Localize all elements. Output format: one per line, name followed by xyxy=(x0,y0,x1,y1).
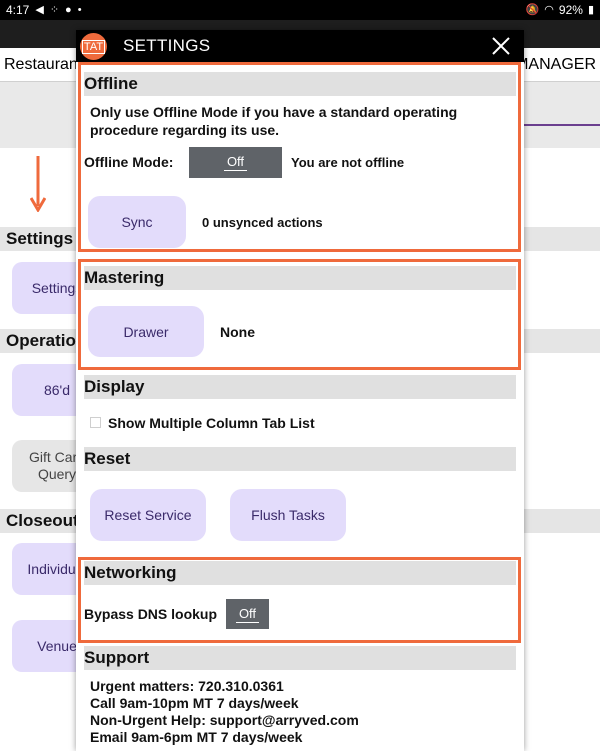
wifi-icon: ◠ xyxy=(544,3,554,16)
person-icon: ● xyxy=(65,3,72,16)
support-call-hours: Call 9am-10pm MT 7 days/week xyxy=(90,695,299,711)
modal-header: TAT SETTINGS xyxy=(76,30,524,62)
multiple-column-checkbox[interactable] xyxy=(90,417,101,428)
close-icon[interactable] xyxy=(490,35,512,57)
drawer-value: None xyxy=(220,324,255,340)
reset-heading: Reset xyxy=(84,447,516,471)
support-heading: Support xyxy=(84,646,516,670)
grid-icon: ⁘ xyxy=(49,3,60,16)
manager-label: MANAGER xyxy=(515,56,596,73)
offline-mode-toggle[interactable]: Off xyxy=(189,147,282,178)
offline-description: Only use Offline Mode if you have a stan… xyxy=(90,104,458,138)
offline-heading: Offline xyxy=(84,72,516,96)
dot-icon: • xyxy=(77,3,82,16)
down-arrow-icon xyxy=(30,156,46,212)
support-urgent: Urgent matters: 720.310.0361 xyxy=(90,678,284,694)
multiple-column-label: Show Multiple Column Tab List xyxy=(108,415,315,431)
support-non-urgent: Non-Urgent Help: support@arryved.com xyxy=(90,712,359,728)
arryved-logo-icon: TAT xyxy=(80,33,107,60)
status-bar: 4:17 ◀ ⁘ ● • 🔕 ◠ 92% ▮ xyxy=(0,0,600,20)
battery-icon: ▮ xyxy=(587,3,594,16)
offline-mode-label: Offline Mode: xyxy=(84,154,174,170)
mute-icon: 🔕 xyxy=(525,3,540,16)
networking-heading: Networking xyxy=(84,561,516,585)
offline-status: You are not offline xyxy=(291,155,405,170)
status-time: 4:17 xyxy=(6,3,30,17)
settings-modal: TAT SETTINGS Offline Only use Offline Mo… xyxy=(76,30,524,751)
bypass-dns-toggle[interactable]: Off xyxy=(226,599,269,629)
display-heading: Display xyxy=(84,375,516,399)
reset-service-button[interactable]: Reset Service xyxy=(90,489,206,541)
restaurant-label: Restaurant xyxy=(4,56,83,73)
sync-button[interactable]: Sync xyxy=(88,196,186,248)
offline-mode-value: Off xyxy=(223,154,248,171)
networking-highlight-box xyxy=(78,557,521,643)
drawer-button[interactable]: Drawer xyxy=(88,306,204,357)
background-tab-indicator xyxy=(520,124,600,126)
support-email-hours: Email 9am-6pm MT 7 days/week xyxy=(90,729,303,745)
bypass-dns-value: Off xyxy=(235,606,260,623)
send-icon: ◀ xyxy=(35,3,44,16)
unsynced-actions-count: 0 unsynced actions xyxy=(202,215,323,230)
mastering-heading: Mastering xyxy=(84,266,516,290)
battery-level: 92% xyxy=(558,3,583,17)
mastering-highlight-box xyxy=(78,259,521,370)
flush-tasks-button[interactable]: Flush Tasks xyxy=(230,489,346,541)
modal-title: SETTINGS xyxy=(123,36,211,55)
bypass-dns-label: Bypass DNS lookup xyxy=(84,606,218,622)
offline-highlight-box xyxy=(78,62,521,252)
